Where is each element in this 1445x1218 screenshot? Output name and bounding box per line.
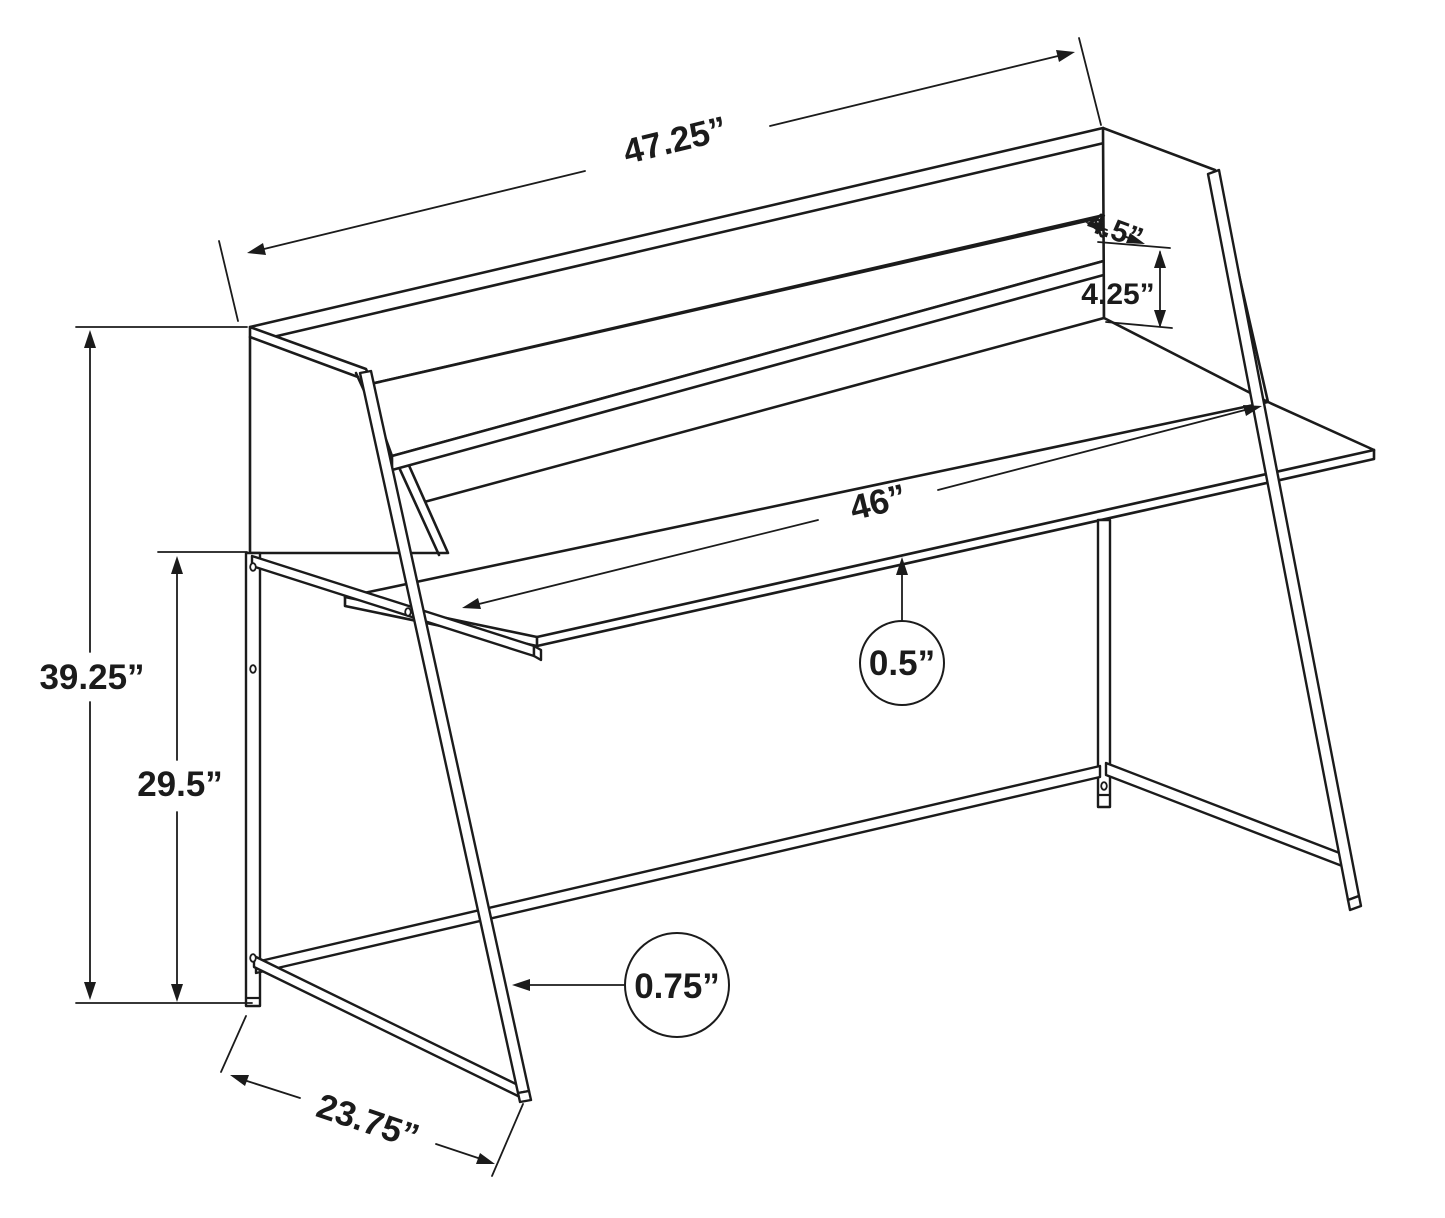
dimension-desktop-thickness: 0.5”	[859, 557, 945, 706]
back-top-edge-inner	[258, 141, 1106, 342]
callout-circle	[859, 620, 945, 706]
dimension-frame-tube: 0.75”	[512, 932, 730, 1038]
extension-line	[491, 1103, 524, 1177]
arrowhead	[462, 598, 481, 609]
arrowhead	[512, 979, 530, 991]
shelf-top-surface	[364, 217, 1175, 458]
dimension-line	[478, 519, 819, 605]
back-top-edge-outer	[248, 126, 1105, 329]
arrowhead	[1126, 233, 1145, 244]
desktop-front-top-edge	[535, 448, 1376, 639]
extension-line	[218, 240, 239, 322]
dimension-label-shelf-clearance: 4.25”	[1081, 278, 1154, 311]
lower-board-bottom-edge	[400, 316, 1106, 510]
dimension-line	[937, 409, 1246, 491]
dimension-label-top-width: 47.25”	[619, 109, 730, 172]
arrowhead	[171, 556, 183, 574]
arrowhead	[1154, 310, 1166, 328]
screw-hole	[249, 953, 257, 963]
dimension-label-frame-tube: 0.75”	[634, 967, 720, 1006]
right-front-foot	[1346, 894, 1363, 912]
hutch-shelf	[364, 217, 1175, 472]
screw-hole	[1100, 781, 1108, 791]
arrowhead	[476, 1153, 495, 1164]
right-back-leg	[1096, 518, 1112, 809]
dimension-label-desktop-thickness: 0.5”	[869, 644, 935, 683]
arrowhead	[247, 243, 266, 255]
right-slanted-front-leg	[1206, 168, 1361, 902]
dimension-label-depth: 23.75”	[312, 1086, 424, 1156]
dimension-line	[435, 1143, 479, 1159]
screw-hole	[404, 607, 412, 617]
dimension-depth: 23.75”	[220, 1015, 524, 1177]
left-bottom-side-rail	[252, 954, 522, 1099]
screw-hole	[249, 562, 257, 572]
dimension-desktop-height: 29.5”	[137, 551, 248, 1002]
extension-line	[1105, 321, 1173, 329]
arrowhead	[84, 982, 96, 1000]
arrowhead	[84, 330, 96, 348]
left-back-leg	[244, 551, 262, 1008]
arrowhead	[1056, 50, 1075, 62]
bottom-back-stretcher	[254, 764, 1102, 975]
dimension-line	[246, 1080, 301, 1099]
left-front-foot	[516, 1089, 533, 1104]
dimension-label-overall-height: 39.25”	[39, 658, 144, 697]
callout-circle	[624, 932, 730, 1038]
dimension-overall-height: 39.25”	[39, 326, 253, 1004]
right-bottom-side-rail	[1104, 761, 1352, 871]
arrowhead	[1243, 405, 1262, 416]
arrowhead	[171, 984, 183, 1002]
left-top-side-rail-end	[532, 644, 543, 662]
dimension-label-desktop-height: 29.5”	[137, 765, 223, 804]
desktop-slab	[343, 400, 1376, 648]
desktop	[343, 400, 1376, 648]
extension-line	[220, 1015, 247, 1073]
metal-frame	[244, 168, 1363, 1104]
arrowhead	[1085, 222, 1104, 233]
dimension-line	[769, 55, 1059, 127]
arrowhead	[1154, 250, 1166, 268]
screw-hole	[249, 664, 257, 674]
dimension-line	[263, 170, 586, 250]
extension-line	[1097, 241, 1171, 249]
dimension-shelf-clearance: 4.25”	[1081, 241, 1173, 329]
arrowhead	[896, 557, 908, 575]
left-panel-top-inner-edge	[248, 335, 360, 379]
extension-line	[1078, 37, 1102, 126]
arrowhead	[230, 1075, 249, 1086]
